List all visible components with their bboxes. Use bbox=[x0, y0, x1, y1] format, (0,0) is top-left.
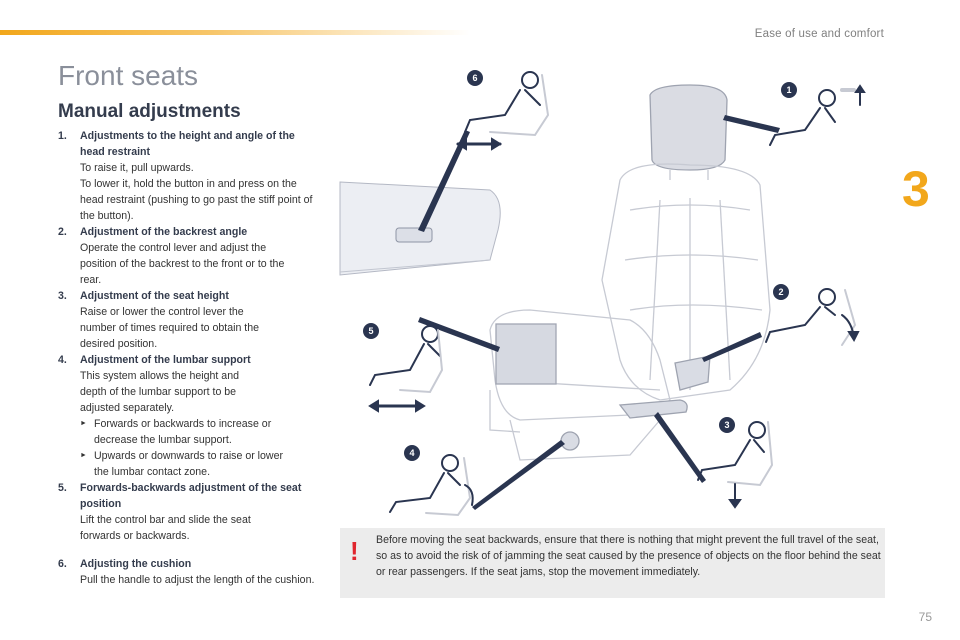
header-accent-bar bbox=[0, 30, 470, 35]
callout-pointers bbox=[418, 115, 780, 510]
callout-number: 2 bbox=[778, 287, 783, 297]
callout-number: 3 bbox=[724, 420, 729, 430]
page-title: Front seats bbox=[58, 60, 199, 91]
bullet-item: Forwards or backwards to increase or dec… bbox=[80, 416, 294, 448]
callout-badge-1: 1 bbox=[781, 82, 797, 98]
callout-number: 1 bbox=[786, 85, 791, 95]
list-item: 6. Adjusting the cushion Pull the handle… bbox=[58, 556, 316, 588]
item-number: 3. bbox=[58, 290, 67, 302]
item-number: 2. bbox=[58, 226, 67, 238]
item-heading: Adjustment of the seat height bbox=[80, 290, 229, 302]
callout-badge-5: 5 bbox=[363, 323, 379, 339]
list-item: 3. Adjustment of the seat height Raise o… bbox=[58, 288, 316, 352]
callout-badge-4: 4 bbox=[404, 445, 420, 461]
list-item: 4. Adjustment of the lumbar support This… bbox=[58, 352, 316, 480]
item-text: This system allows the height and depth … bbox=[80, 370, 239, 414]
item-text: Raise or lower the control lever the num… bbox=[80, 306, 260, 350]
warning-icon: ! bbox=[350, 536, 359, 566]
item-number: 4. bbox=[58, 354, 67, 366]
seat-illustration: 6 1 2 5 3 4 bbox=[339, 70, 866, 517]
seat-position-pictogram bbox=[368, 325, 444, 413]
warning-text: Before moving the seat backwards, ensure… bbox=[376, 534, 881, 578]
item-number: 5. bbox=[58, 482, 67, 494]
list-item: 5. Forwards-backwards adjustment of the … bbox=[58, 480, 316, 544]
backrest-pictogram bbox=[765, 288, 860, 346]
adjustment-list: 1. Adjustments to the height and angle o… bbox=[58, 128, 316, 588]
list-item: 2. Adjustment of the backrest angle Oper… bbox=[58, 224, 316, 288]
item-heading: Adjustment of the lumbar support bbox=[80, 354, 251, 366]
bullet-item: Upwards or downwards to raise or lower t… bbox=[80, 448, 294, 480]
list-item: 1. Adjustments to the height and angle o… bbox=[58, 128, 316, 224]
item-heading: Forwards-backwards adjustment of the sea… bbox=[80, 482, 302, 510]
item-text: Operate the control lever and adjust the… bbox=[80, 242, 285, 286]
seat-drawing bbox=[489, 84, 771, 461]
item-number: 1. bbox=[58, 130, 67, 142]
callout-number: 4 bbox=[409, 448, 414, 458]
item-heading: Adjustments to the height and angle of t… bbox=[80, 130, 295, 158]
section-subtitle: Manual adjustments bbox=[58, 101, 241, 122]
head-restraint-pictogram bbox=[769, 84, 866, 146]
callout-badge-3: 3 bbox=[719, 417, 735, 433]
callout-number: 6 bbox=[472, 73, 477, 83]
warning-box: ! Before moving the seat backwards, ensu… bbox=[340, 528, 885, 598]
chapter-number: 3 bbox=[902, 161, 930, 217]
callout-badge-6: 6 bbox=[467, 70, 483, 86]
item-heading: Adjustment of the backrest angle bbox=[80, 226, 248, 238]
item-heading: Adjusting the cushion bbox=[80, 558, 192, 570]
item-text: Pull the handle to adjust the length of … bbox=[80, 574, 315, 586]
item-number: 6. bbox=[58, 558, 67, 570]
lumbar-pictogram bbox=[389, 454, 474, 517]
callout-number: 5 bbox=[368, 326, 373, 336]
item-text: To lower it, hold the button in and pres… bbox=[80, 178, 313, 222]
seat-height-pictogram bbox=[697, 421, 774, 509]
item-text: Lift the control bar and slide the seat … bbox=[80, 514, 251, 542]
cushion-pictogram bbox=[456, 71, 550, 151]
section-title: Ease of use and comfort bbox=[754, 28, 884, 40]
callout-badge-2: 2 bbox=[773, 284, 789, 300]
item-text: To raise it, pull upwards. bbox=[80, 162, 194, 174]
page-number: 75 bbox=[918, 610, 932, 624]
